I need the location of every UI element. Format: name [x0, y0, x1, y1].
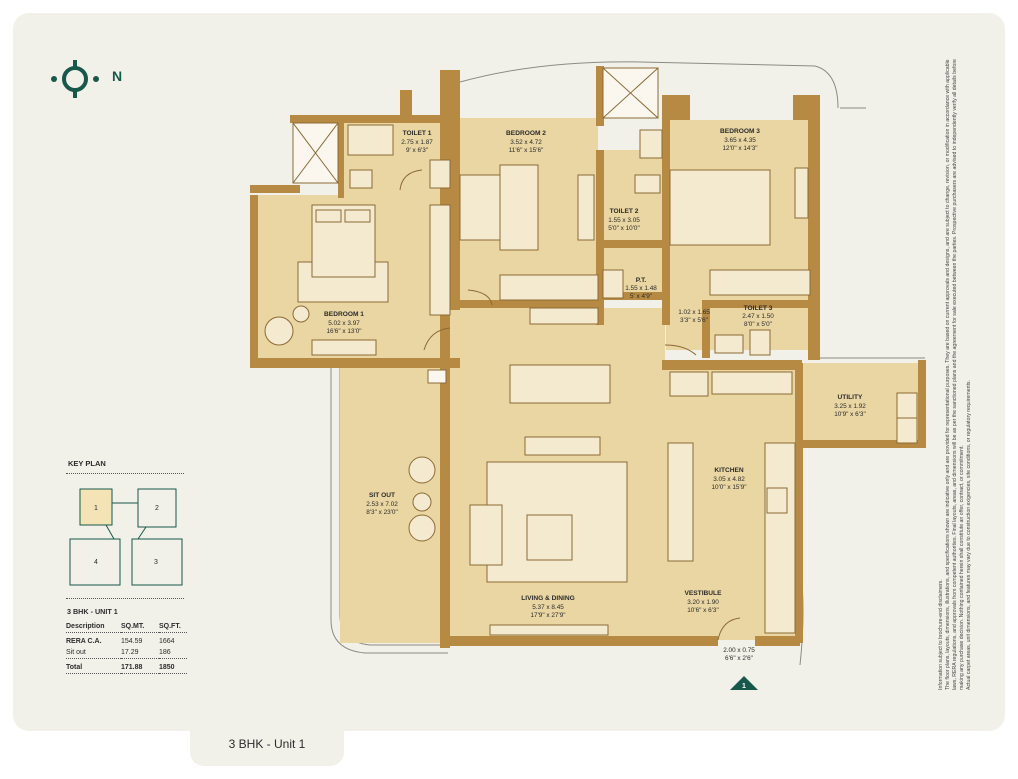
pt-imperial: 5' x 4'9" — [630, 293, 652, 300]
bedroom-1-metric: 5.02 x 3.97 — [328, 320, 360, 327]
key-plan-title: KEY PLAN — [68, 459, 106, 468]
toilet-3-title: TOILET 3 — [744, 305, 773, 312]
toilet-2-title: TOILET 2 — [610, 208, 639, 215]
sit-out-metric: 2.53 x 7.02 — [366, 501, 398, 508]
table-row: Sit out 17.29 186 — [66, 649, 171, 656]
divider — [66, 598, 184, 599]
area-table-header: Description SQ.MT. SQ.FT. — [66, 621, 187, 633]
bedroom-2-title: BEDROOM 2 — [506, 130, 546, 137]
disclaimer-line: Actual carpet areas, unit dimensions, an… — [966, 380, 972, 690]
bedroom-2-metric: 3.52 x 4.72 — [510, 139, 542, 146]
pt-title: P.T. — [636, 277, 647, 284]
bedroom-2-imperial: 11'6" x 15'6" — [509, 147, 544, 154]
bedroom-3-imperial: 12'0" x 14'3" — [722, 145, 757, 152]
passage-imperial: 3'3" x 5'6" — [680, 317, 708, 324]
sit-out-floor — [340, 368, 450, 643]
vestibule-title: VESTIBULE — [684, 590, 722, 597]
key-unit-4-label: 4 — [94, 559, 98, 566]
kitchen-imperial: 10'0" x 15'9" — [711, 484, 746, 491]
living-dining-title: LIVING & DINING — [521, 595, 574, 602]
north-label: N — [112, 68, 123, 84]
key-unit-4[interactable] — [69, 538, 121, 586]
col-sqft: SQ.FT. — [159, 623, 181, 630]
entry-metric: 2.00 x 0.75 — [723, 647, 755, 654]
bedroom-3-metric: 3.65 x 4.35 — [724, 137, 756, 144]
bedroom-1-imperial: 16'6" x 13'0" — [326, 328, 361, 335]
key-plan[interactable]: 1 2 3 4 — [66, 483, 186, 593]
living-dining-imperial: 17'9" x 27'9" — [530, 612, 565, 619]
table-row: RERA C.A. 154.59 1664 — [66, 638, 175, 645]
sit-out-railing — [330, 363, 448, 654]
toilet-2-metric: 1.55 x 3.05 — [608, 217, 640, 224]
roof-outline — [459, 61, 839, 109]
col-description: Description — [66, 623, 105, 630]
col-sqmt: SQ.MT. — [121, 623, 145, 630]
toilet-1-metric: 2.75 x 1.87 — [401, 139, 433, 146]
toilet-1-title: TOILET 1 — [403, 130, 432, 137]
vestibule-metric: 3.20 x 1.90 — [687, 599, 719, 606]
bedroom-3-title: BEDROOM 3 — [720, 128, 760, 135]
disclaimer: Information subject to brochure-end disc… — [938, 50, 978, 690]
area-table: Description SQ.MT. SQ.FT. RERA C.A. 154.… — [66, 621, 187, 677]
toilet-2-imperial: 5'0" x 10'0" — [608, 225, 640, 232]
disclaimer-line: The floor plans, layouts, dimensions, il… — [945, 59, 965, 690]
toilet-3-metric: 2.47 x 1.50 — [742, 313, 774, 320]
key-unit-1-label: 1 — [94, 505, 98, 512]
utility-metric: 3.25 x 1.92 — [834, 403, 866, 410]
shafts — [292, 67, 659, 384]
bedroom-1-title: BEDROOM 1 — [324, 311, 364, 318]
key-unit-2-label: 2 — [155, 505, 159, 512]
sit-out-imperial: 8'3" x 23'0" — [366, 509, 398, 516]
area-table-heading: 3 BHK - UNIT 1 — [67, 607, 118, 616]
utility-title: UTILITY — [838, 394, 864, 401]
entry-imperial: 6'6" x 2'6" — [725, 655, 753, 662]
kitchen-metric: 3.05 x 4.82 — [713, 476, 745, 483]
passage-metric: 1.02 x 1.65 — [678, 309, 710, 316]
utility-imperial: 10'9" x 6'3" — [834, 411, 866, 418]
disclaimer-line: Information subject to brochure-end disc… — [938, 579, 944, 690]
sit-out-title: SIT OUT — [369, 492, 395, 499]
key-unit-3-label: 3 — [154, 559, 158, 566]
vestibule-imperial: 10'6" x 6'3" — [687, 607, 719, 614]
room-labels: TOILET 1 2.75 x 1.87 9' x 6'3" BEDROOM 2… — [324, 128, 866, 662]
furniture — [264, 124, 918, 641]
divider — [66, 473, 184, 474]
compass-icon — [51, 60, 99, 98]
living-dining-metric: 5.37 x 8.45 — [532, 604, 564, 611]
entrance-marker-icon — [730, 676, 758, 690]
toilet-3-imperial: 8'0" x 5'0" — [744, 321, 772, 328]
key-unit-3[interactable] — [131, 538, 183, 586]
walls — [250, 66, 926, 648]
kitchen-title: KITCHEN — [714, 467, 744, 474]
unit-tab[interactable] — [190, 726, 344, 766]
unit-tab-label: 3 BHK - Unit 1 — [228, 737, 306, 751]
key-unit-2[interactable] — [137, 488, 177, 528]
toilet-1-imperial: 9' x 6'3" — [406, 147, 428, 154]
key-unit-1[interactable] — [79, 488, 113, 526]
entrance-marker-label: 1 — [742, 683, 746, 690]
pt-metric: 1.55 x 1.48 — [625, 285, 657, 292]
table-total-row: Total 171.88 1850 — [66, 664, 175, 671]
